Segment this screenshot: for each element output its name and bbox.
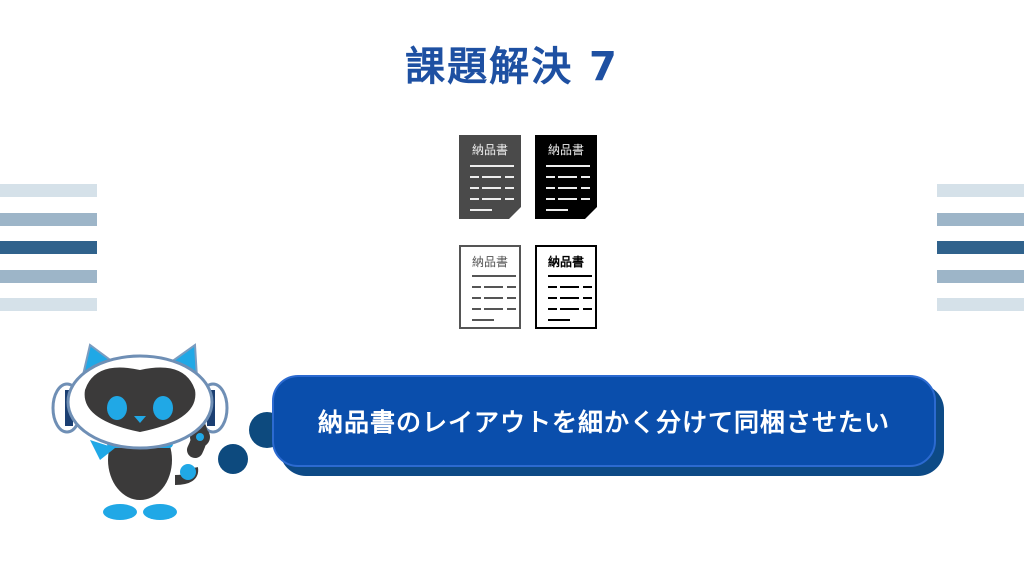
document-label: 納品書	[547, 255, 584, 269]
page-title: 課題解決 7	[405, 44, 619, 90]
document-label: 納品書	[471, 143, 508, 157]
speech-bubble-text: 納品書のレイアウトを細かく分けて同梱させたい	[317, 408, 890, 437]
stripe	[937, 184, 1024, 197]
stripe	[0, 270, 97, 283]
thought-dot-small	[218, 444, 248, 474]
invoice-document-icon: 納品書	[459, 135, 522, 220]
speech-bubble: 納品書のレイアウトを細かく分けて同梱させたい	[272, 375, 936, 467]
invoice-document-icon: 納品書	[535, 135, 598, 220]
stripe	[0, 298, 97, 311]
stripe	[937, 270, 1024, 283]
stripe	[937, 213, 1024, 226]
document-label: 納品書	[471, 255, 508, 269]
invoice-document-icon: 納品書	[535, 245, 597, 329]
stripe	[0, 241, 97, 254]
stripe	[937, 298, 1024, 311]
stripe	[0, 184, 97, 197]
stripe	[937, 241, 1024, 254]
invoice-document-icon: 納品書	[459, 245, 521, 329]
cat-astronaut-mascot	[51, 343, 229, 520]
document-label: 納品書	[547, 143, 584, 157]
stripe	[0, 213, 97, 226]
